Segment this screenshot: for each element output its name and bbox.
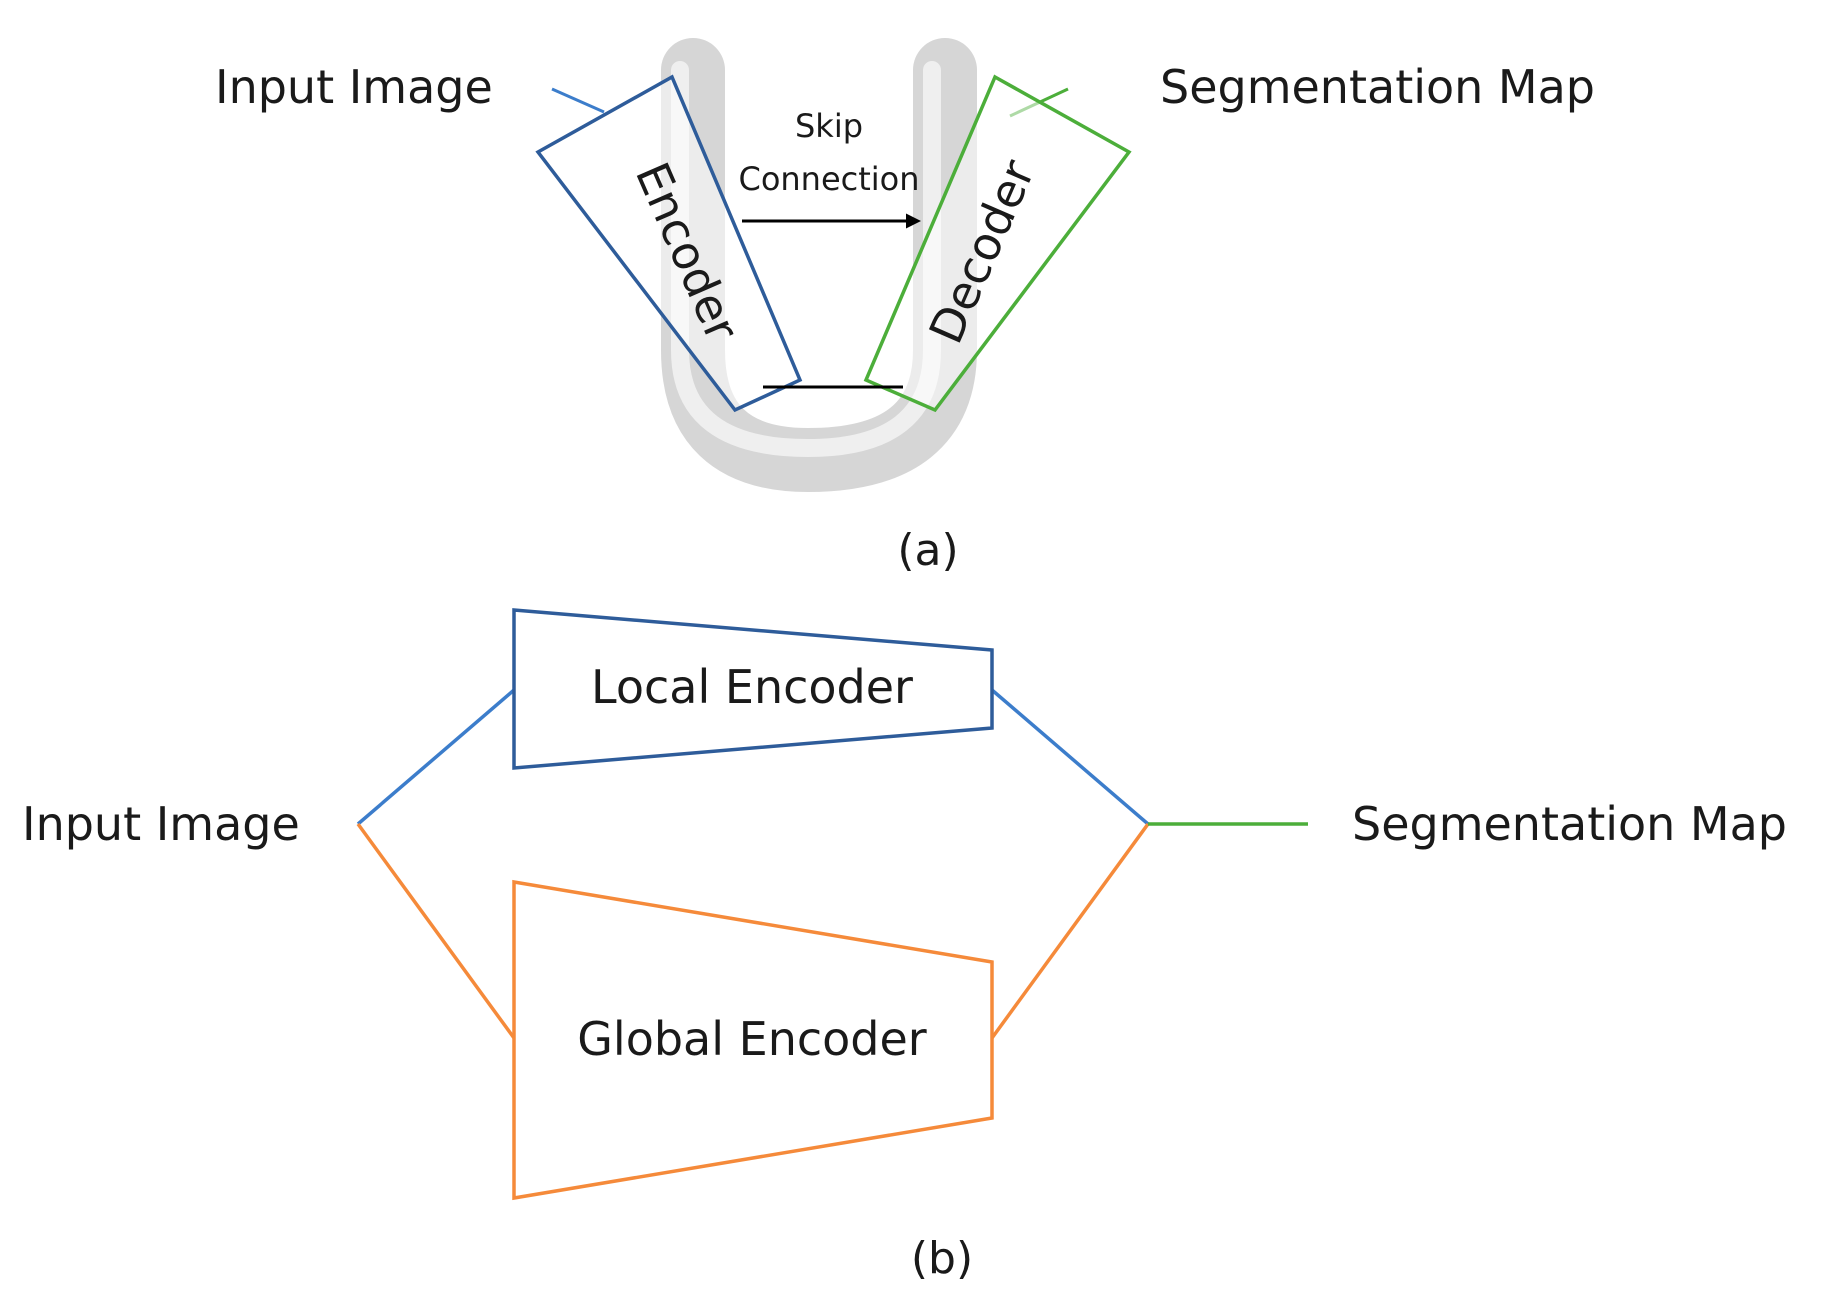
- input-image-label-a: Input Image: [215, 60, 493, 114]
- segmentation-map-label-b: Segmentation Map: [1352, 797, 1787, 851]
- input-to-local-line: [356, 688, 516, 826]
- caption-a: (a): [897, 525, 958, 576]
- local-to-merge-line: [990, 688, 1150, 826]
- encoder-block: [535, 74, 803, 413]
- global-encoder-label: Global Encoder: [577, 1012, 927, 1066]
- skip-connection-label-line1: Skip: [795, 107, 863, 145]
- global-to-merge-line: [990, 822, 1150, 1040]
- input-connector-line-a: [551, 87, 605, 114]
- input-image-label-b: Input Image: [22, 797, 300, 851]
- skip-connection-label-line2: Connection: [738, 160, 919, 198]
- segmentation-map-label-a: Segmentation Map: [1160, 60, 1595, 114]
- input-to-global-line: [356, 822, 516, 1040]
- panel-a: Input Image Segmentation Map Skip Connec…: [215, 38, 1595, 576]
- decoder-block: [863, 74, 1132, 413]
- global-encoder-block: [512, 879, 994, 1201]
- local-encoder-label: Local Encoder: [591, 660, 913, 714]
- panel-b: Local Encoder Global Encoder Input Image…: [22, 608, 1787, 1284]
- local-encoder-block: [512, 608, 994, 770]
- caption-b: (b): [911, 1233, 973, 1284]
